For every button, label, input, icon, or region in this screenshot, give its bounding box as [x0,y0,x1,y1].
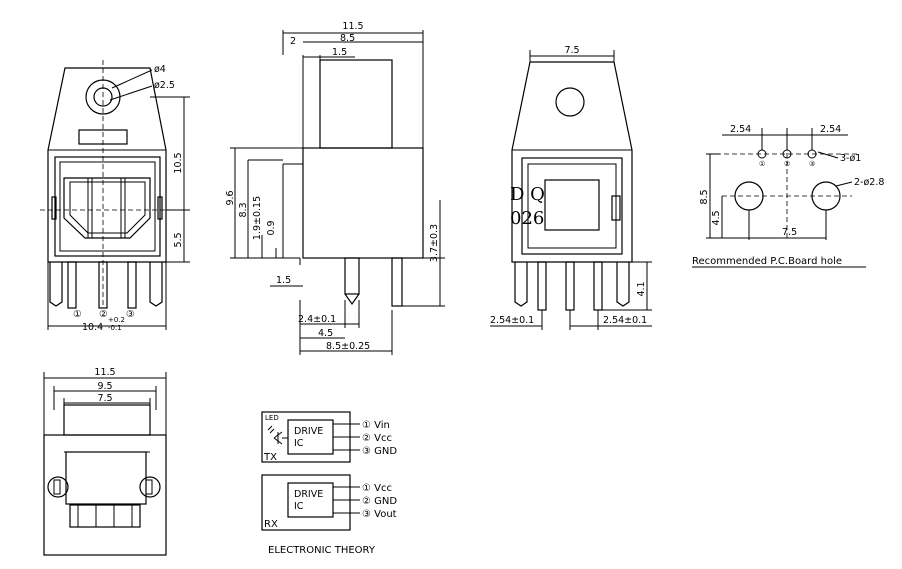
dim-back-w75: 7.5 [564,45,579,56]
bottom-boss-right [139,476,161,498]
tx-label: TX [263,452,277,463]
tx-ic-line1: DRIVE [294,426,323,437]
back-frame [521,157,623,255]
pcb-dim-h45: 4.5 [711,210,722,225]
dim-side-w15-bot: 1.5 [276,275,291,286]
tx-led-label: LED [265,414,279,422]
dim-h55: 5.5 [173,232,184,247]
rx-pin-vout: ③ Vout [362,509,397,520]
back-pin-2 [565,261,575,311]
dim-side-h09: 0.9 [266,220,277,235]
dim-back-pitch-left: 2.54±0.1 [490,315,534,326]
pcb-caption: Recommended P.C.Board hole [692,256,842,267]
bottom-socket [65,451,147,505]
bottom-top-block [63,404,151,436]
pcb-hole-num-3: ③ [809,160,815,168]
optical-port [63,177,151,239]
front-view: ø4 ø2.5 10.5 5.5 10.4 +0.2 -0.1 ① ② ③ [40,60,190,333]
side-top-block [319,59,393,149]
pcb-hole-pattern: 2.54 2.54 ① ② ③ 3-ø1 2-ø2.8 8.5 4.5 7.5 … [692,124,884,268]
bottom-outline [43,434,167,556]
back-leg-right [616,262,630,307]
pcb-large-holes-label: 2-ø2.8 [854,177,884,188]
dim-side-w85tol: 8.5±0.25 [326,341,370,352]
tx-pin-gnd: ③ GND [362,446,397,457]
side-view: 11.5 2 8.5 1.5 9.6 8.3 1.9±0.15 0.9 1.5 … [225,21,445,355]
pcb-pitch-right: 2.54 [820,124,841,135]
side-body [302,147,424,259]
rx-ic-line1: DRIVE [294,489,323,500]
pcb-dim-h85: 8.5 [699,189,710,204]
tx-ic-line2: IC [294,438,304,449]
dim-side-w24: 2.4±0.1 [298,314,336,325]
pcb-hole-num-1: ① [759,160,765,168]
dim-back-pitch-right: 2.54±0.1 [603,315,647,326]
tx-pin-vin: ① Vin [362,420,390,431]
dim-back-h41: 4.1 [636,281,647,296]
bottom-connector [69,504,141,528]
dim-side-h19: 1.9±0.15 [252,196,263,240]
pin-label-3: ③ [126,309,135,320]
mark-line-1: D Q [510,184,545,205]
dim-phi25: ø2.5 [154,80,175,91]
dim-width: 10.4 [82,322,103,333]
front-leg-left [49,262,63,307]
back-boss [555,87,585,117]
schematic-tx: LED DRIVE IC TX ① Vin ② Vcc ③ GND [261,411,397,463]
pin-label-2: ② [99,309,108,320]
rx-module [261,474,351,531]
dim-side-h83: 8.3 [238,202,249,217]
dim-side-h96: 9.6 [225,190,236,205]
dim-side-w45: 4.5 [318,328,333,339]
dim-side-w15-top: 1.5 [332,47,347,58]
bottom-view: 11.5 9.5 7.5 [43,367,167,556]
dim-bottom-w95: 9.5 [97,381,112,392]
dim-h105: 10.5 [173,152,184,173]
side-pin [344,257,360,295]
front-pin-1 [67,261,77,309]
dim-side-w115: 11.5 [342,21,363,32]
dim-side-w2: 2 [290,36,296,47]
latch-left [51,196,57,220]
pin-label-1: ① [73,309,82,320]
front-leg-right [149,262,163,307]
pcb-dim-w75: 7.5 [782,227,797,238]
front-pin-2 [98,261,108,309]
dim-bottom-w75: 7.5 [97,393,112,404]
back-view: D Q 026 7.5 4.1 2.54±0.1 2.54±0.1 [490,45,652,330]
dim-width-tol-up: +0.2 [108,316,125,324]
rx-pin-gnd: ② GND [362,496,397,507]
rx-ic-line2: IC [294,501,304,512]
latch-right [157,196,163,220]
schematic-caption: ELECTRONIC THEORY [268,545,376,556]
pcb-small-holes-label: 3-ø1 [840,153,861,164]
dim-bottom-w115: 11.5 [94,367,115,378]
rx-pin-vcc: ① Vcc [362,483,392,494]
front-pin-3 [127,261,137,309]
side-pin-rear [391,257,403,307]
back-latch [611,195,621,221]
dim-width-tol-dn: -0.1 [108,324,122,332]
optical-window-frame [54,156,161,257]
back-outline [511,61,633,263]
back-leg-left [514,262,528,307]
dim-phi4: ø4 [154,64,166,75]
back-pin-1 [537,261,547,311]
pcb-pitch-left: 2.54 [730,124,751,135]
rx-label: RX [264,519,278,530]
back-pin-3 [593,261,603,311]
tx-pin-vcc: ② Vcc [362,433,392,444]
dim-side-h37: 3.7±0.3 [429,224,440,262]
mark-line-2: 026 [510,208,544,229]
bottom-boss-left [47,476,69,498]
schematic-rx: DRIVE IC RX ① Vcc ② GND ③ Vout ELECTRONI… [261,474,397,556]
dim-side-w85: 8.5 [340,33,355,44]
back-window [544,179,600,231]
